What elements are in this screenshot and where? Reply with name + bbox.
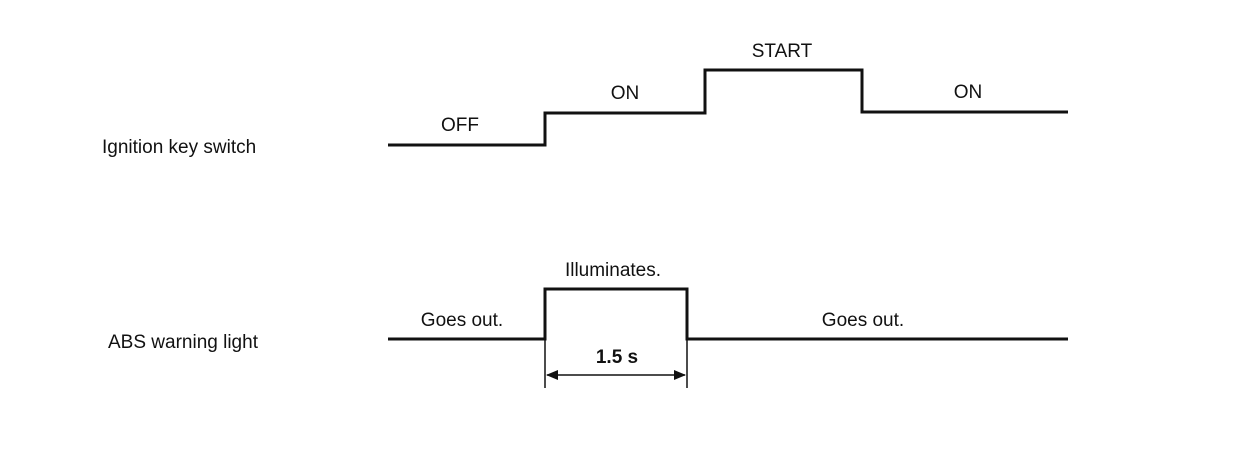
ignition-state-off: OFF <box>441 115 479 136</box>
ignition-state-on-2: ON <box>954 82 983 103</box>
ignition-state-start: START <box>752 41 813 62</box>
duration-label: 1.5 s <box>596 347 638 368</box>
abs-signal-label: ABS warning light <box>108 332 259 353</box>
ignition-signal-label: Ignition key switch <box>102 137 256 158</box>
ignition-state-on-1: ON <box>611 83 640 104</box>
abs-state-goes-out-1: Goes out. <box>421 310 503 331</box>
ignition-waveform <box>388 68 1068 147</box>
abs-state-illuminates: Illuminates. <box>565 260 661 281</box>
abs-waveform <box>388 287 1068 341</box>
abs-state-goes-out-2: Goes out. <box>822 310 904 331</box>
